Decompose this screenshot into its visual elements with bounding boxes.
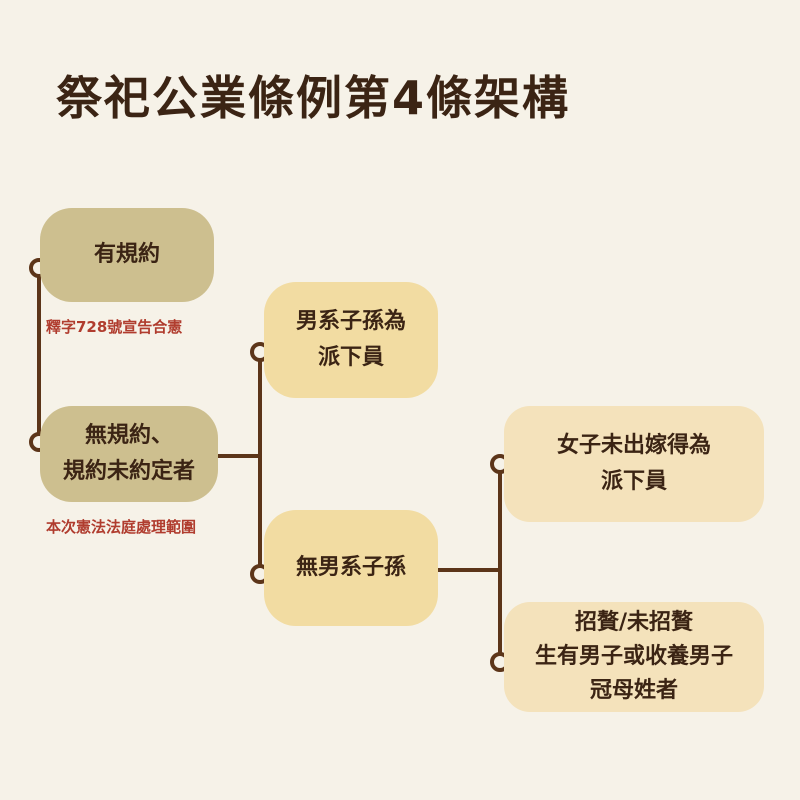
node-label: 女子未出嫁得為 bbox=[556, 433, 711, 458]
node-no-male-descendants: 無男系子孫 bbox=[264, 510, 438, 626]
node-has-rules: 有規約 bbox=[40, 208, 214, 302]
node-label: 生有男子或收養男子 bbox=[534, 644, 733, 669]
page-title: 祭祀公業條例第4條架構 bbox=[56, 71, 571, 125]
node-label: 無男系子孫 bbox=[295, 555, 406, 580]
node-label: 無規約、 bbox=[84, 423, 173, 448]
note-court-scope: 本次憲法法庭處理範圍 bbox=[46, 518, 197, 536]
node-label: 派下員 bbox=[317, 345, 384, 370]
node-unmarried-daughter: 女子未出嫁得為 派下員 bbox=[504, 406, 764, 522]
node-label: 招贅/未招贅 bbox=[574, 610, 694, 635]
node-adopted-son-maternal-surname: 招贅/未招贅 生有男子或收養男子 冠母姓者 bbox=[504, 602, 764, 712]
node-label: 有規約 bbox=[93, 242, 160, 267]
node-label: 派下員 bbox=[600, 469, 667, 494]
node-no-rules: 無規約、 規約未約定者 bbox=[40, 406, 218, 502]
node-label: 男系子孫為 bbox=[295, 309, 406, 334]
note-interpretation-728: 釋字728號宣告合憲 bbox=[46, 318, 183, 336]
node-male-descendants: 男系子孫為 派下員 bbox=[264, 282, 438, 398]
node-label: 冠母姓者 bbox=[589, 678, 678, 703]
node-label: 規約未約定者 bbox=[62, 459, 195, 484]
